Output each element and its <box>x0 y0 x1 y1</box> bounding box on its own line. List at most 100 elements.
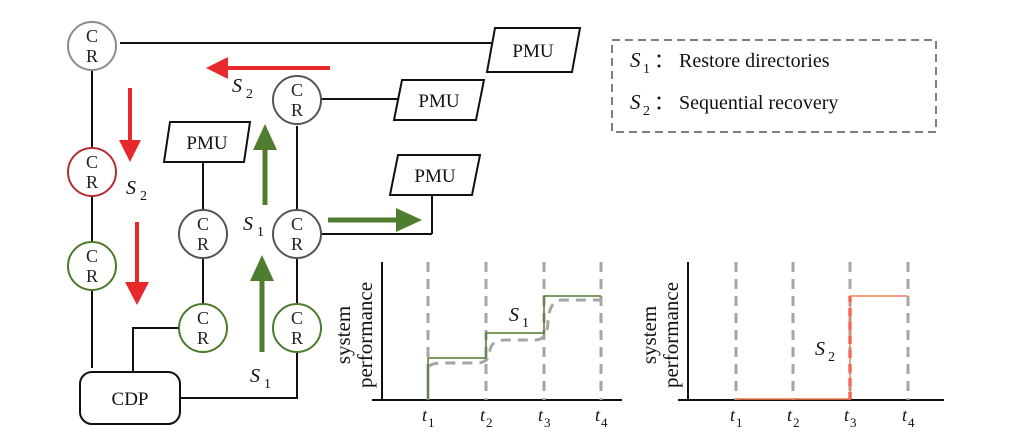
link-cdp-bottom <box>180 352 298 399</box>
svg-text:1: 1 <box>736 415 743 430</box>
svg-text:t: t <box>422 405 428 425</box>
svg-text:2: 2 <box>793 415 800 430</box>
svg-text:t: t <box>844 405 850 425</box>
svg-text:1: 1 <box>264 377 271 392</box>
legend-box: S 1 ： Restore directories S 2 ： Sequenti… <box>611 39 937 133</box>
link-cr-to-cdp <box>132 327 180 372</box>
green-arrow-right-head <box>396 208 422 232</box>
connection-lines <box>91 42 495 399</box>
cr-node-green-right: C R <box>272 303 322 353</box>
chart-left: system performance S 1 t 1 t 2 t 3 t 4 <box>331 262 622 430</box>
cr-node-green-mid: C R <box>178 303 228 353</box>
chart-left-tick-t1: t 1 <box>422 405 435 430</box>
svg-text:2: 2 <box>643 104 650 119</box>
legend-item-s1: S 1 ： Restore directories <box>630 48 830 77</box>
svg-text:t: t <box>480 405 486 425</box>
svg-text:S: S <box>243 213 253 235</box>
svg-text:PMU: PMU <box>186 133 227 154</box>
svg-text:R: R <box>291 100 303 120</box>
chart-left-tick-t2: t 2 <box>480 405 493 430</box>
svg-text:C: C <box>291 214 303 234</box>
pmu-box-top: PMU <box>485 27 582 73</box>
green-arrow-up-bottom-head <box>250 255 274 281</box>
chart-left-tick-t4: t 4 <box>595 405 608 430</box>
arrows <box>119 57 422 352</box>
svg-text:S: S <box>232 75 242 97</box>
chart-left-step-line <box>427 295 601 400</box>
chart-right-tick-t1: t 1 <box>730 405 743 430</box>
chart-right: system performance S 2 t 1 t 2 t 3 t 4 <box>637 262 944 430</box>
svg-text:1: 1 <box>257 225 264 240</box>
svg-text:t: t <box>595 405 601 425</box>
red-arrow-down-1-head <box>119 140 141 162</box>
chart-right-step-line <box>736 295 908 400</box>
red-arrow-top-left-head <box>206 57 228 79</box>
svg-text:CDP: CDP <box>112 389 149 410</box>
svg-text:C: C <box>291 308 303 328</box>
chart-left-series-label: S 1 <box>509 304 529 331</box>
cr-node-green-left: C R <box>67 241 117 291</box>
chart-right-series-label: S 2 <box>815 338 835 365</box>
svg-text:S: S <box>126 177 136 199</box>
svg-text:R: R <box>291 234 303 254</box>
chart-right-tick-t4: t 4 <box>902 405 915 430</box>
svg-text:S: S <box>250 365 260 387</box>
chart-right-tick-t3: t 3 <box>844 405 857 430</box>
svg-text:S: S <box>630 90 641 114</box>
chart-left-dashed-curve <box>426 298 601 400</box>
svg-text:R: R <box>86 266 98 286</box>
svg-text:R: R <box>86 172 98 192</box>
svg-text:C: C <box>86 26 98 46</box>
svg-text:t: t <box>730 405 736 425</box>
svg-text:t: t <box>787 405 793 425</box>
svg-text:3: 3 <box>544 415 551 430</box>
svg-text:3: 3 <box>850 415 857 430</box>
svg-text:2: 2 <box>486 415 493 430</box>
cr-node-upper-right: C R <box>272 75 322 125</box>
chart-right-ylabel-1: system <box>637 306 661 364</box>
svg-text:PMU: PMU <box>414 166 455 187</box>
svg-text:2: 2 <box>828 350 835 365</box>
chart-left-tick-t3: t 3 <box>538 405 551 430</box>
chart-right-ylabel-2: performance <box>659 282 683 388</box>
red-arrow-down-2-head <box>125 282 149 305</box>
chart-right-tick-t2: t 2 <box>787 405 800 430</box>
svg-text:S: S <box>815 338 825 360</box>
cr-node-red: C R <box>67 147 117 197</box>
svg-text:4: 4 <box>908 415 915 430</box>
svg-text:t: t <box>902 405 908 425</box>
svg-text:1: 1 <box>522 316 529 331</box>
svg-text:2: 2 <box>140 189 147 204</box>
svg-text:： Sequential recovery: ： Sequential recovery <box>654 92 838 114</box>
svg-text:C: C <box>197 214 209 234</box>
svg-text:： Restore directories: ： Restore directories <box>654 50 830 72</box>
svg-text:1: 1 <box>428 415 435 430</box>
chart-left-ylabel-2: performance <box>353 282 377 388</box>
svg-text:R: R <box>197 234 209 254</box>
svg-text:PMU: PMU <box>418 91 459 112</box>
svg-text:S: S <box>630 48 641 72</box>
chart-left-ylabel-1: system <box>331 306 355 364</box>
step-label-s1-bottom: S 1 <box>250 365 271 392</box>
svg-text:C: C <box>291 80 303 100</box>
cr-node-center: C R <box>272 209 322 259</box>
green-arrow-up-top-head <box>253 124 277 150</box>
cr-node-middle: C R <box>178 209 228 259</box>
pmu-box-left: PMU <box>162 121 252 163</box>
svg-text:2: 2 <box>246 87 253 102</box>
step-label-s2-top: S 2 <box>232 75 253 102</box>
cr-node-top: C R <box>67 21 117 71</box>
step-label-s1-mid: S 1 <box>243 213 264 240</box>
svg-text:R: R <box>197 328 209 348</box>
pmu-box-right: PMU <box>388 154 482 196</box>
step-label-s2-left: S 2 <box>126 177 147 204</box>
svg-text:R: R <box>291 328 303 348</box>
svg-text:C: C <box>86 246 98 266</box>
svg-text:1: 1 <box>643 62 650 77</box>
svg-text:t: t <box>538 405 544 425</box>
svg-text:S: S <box>509 304 519 326</box>
pmu-box-upper: PMU <box>392 79 486 121</box>
svg-text:C: C <box>197 308 209 328</box>
